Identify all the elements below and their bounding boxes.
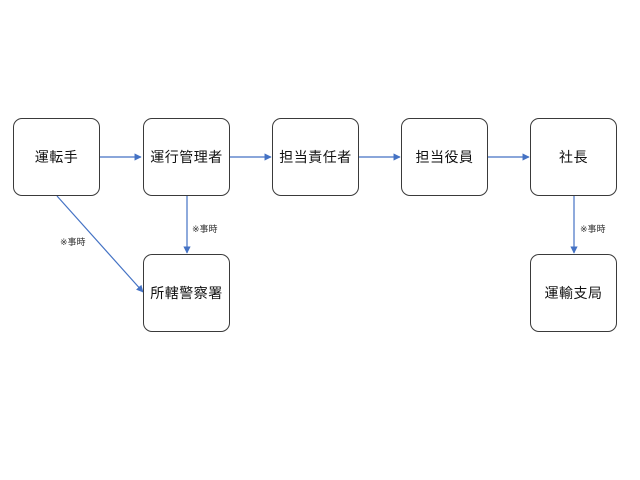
node-responsible-person-label: 担当責任者 xyxy=(279,150,352,166)
edge-label-driver-to-police: ※事時 xyxy=(60,238,86,248)
node-president: 社長 xyxy=(530,118,617,196)
node-operation-manager: 運行管理者 xyxy=(143,118,230,196)
node-officer: 担当役員 xyxy=(401,118,488,196)
node-president-label: 社長 xyxy=(559,150,588,166)
node-transport-bureau: 運輸支局 xyxy=(530,254,617,332)
node-operation-manager-label: 運行管理者 xyxy=(150,150,223,166)
node-officer-label: 担当役員 xyxy=(415,150,474,166)
arrow-driver-to-police xyxy=(56,195,144,293)
edge-label-manager-to-police: ※事時 xyxy=(192,225,218,235)
node-driver-label: 運転手 xyxy=(34,150,79,166)
edge-label-president-to-bureau: ※事時 xyxy=(580,225,606,235)
node-police-station: 所轄警察署 xyxy=(143,254,230,332)
node-responsible-person: 担当責任者 xyxy=(272,118,359,196)
node-transport-bureau-label: 運輸支局 xyxy=(544,286,603,302)
node-police-station-label: 所轄警察署 xyxy=(150,286,223,302)
node-driver: 運転手 xyxy=(13,118,100,196)
